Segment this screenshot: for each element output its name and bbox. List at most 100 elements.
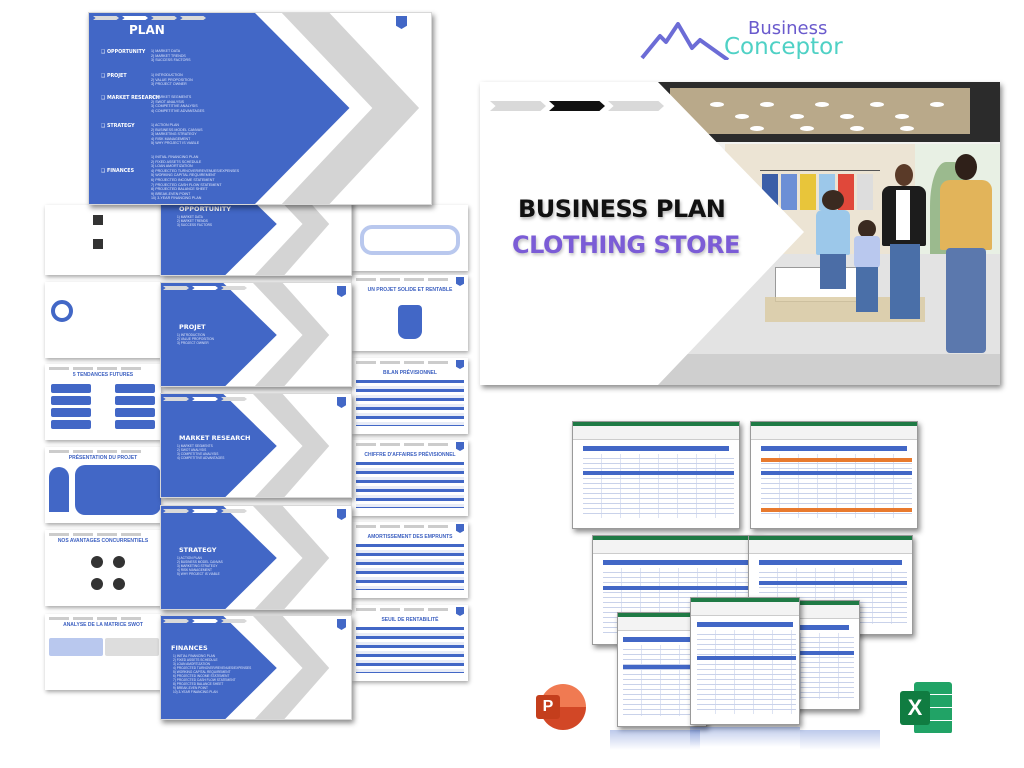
- sheet-grid: [697, 630, 796, 714]
- plan-item: 10) 3-YEAR FINANCING PLAN: [151, 196, 202, 201]
- section-item: 10) 3-YEAR FINANCING PLAN: [173, 690, 218, 694]
- shield-logo-icon: [456, 360, 464, 369]
- section-item: 3) PROJECT OWNER: [177, 341, 209, 345]
- side-slide: 5 TENDANCES FUTURES: [45, 364, 161, 440]
- side-slide: BILAN PRÉVISIONNEL: [352, 358, 468, 434]
- ceiling-light: [900, 126, 914, 131]
- swot-box: [49, 638, 103, 656]
- sheet-band: [603, 585, 756, 590]
- sheet-header: [582, 446, 730, 451]
- section-item: 2) VALUE PROPOSITION: [177, 337, 214, 341]
- table: [356, 627, 464, 673]
- slide-tabs: [49, 617, 141, 620]
- plan-item: 1) MARKET SEGMENTS: [151, 95, 192, 99]
- shield-logo-icon: [456, 277, 464, 286]
- trend-box: [51, 408, 91, 417]
- ceiling-light: [930, 102, 944, 107]
- spreadsheet-window: [690, 597, 800, 725]
- table: [356, 462, 464, 508]
- trend-box: [51, 420, 91, 429]
- advantage-icon: [113, 578, 125, 590]
- ceiling-light: [870, 102, 884, 107]
- clothing-store-photo: [650, 82, 1000, 385]
- section-item: 5) WHY PROJECT IS VIABLE: [177, 572, 220, 576]
- section-item: 6) PROJECTED INCOME STATEMENT: [173, 674, 230, 678]
- section-item: 7) PROJECTED CASH FLOW STATEMENT: [173, 678, 236, 682]
- section-item: 4) RISK MANAGEMENT: [177, 568, 212, 572]
- description-box: [75, 465, 161, 515]
- swot-box: [105, 638, 159, 656]
- side-slide-title: PRÉSENTATION DU PROJET: [68, 455, 138, 461]
- clothing-item: [781, 174, 797, 210]
- sheet-band: [697, 655, 796, 660]
- section-item: 2) SWOT ANALYSIS: [177, 448, 207, 452]
- shield-logo-icon: [337, 397, 346, 408]
- chevron-shape: [89, 13, 420, 204]
- plan-item: 2) BUSINESS MODEL CANVAS: [151, 127, 203, 132]
- section-item: 3) SUCCESS FACTORS: [177, 223, 213, 227]
- sheet-band: [758, 581, 908, 585]
- plan-item: 2) MARKET TRENDS: [151, 53, 186, 58]
- trend-box: [115, 396, 155, 405]
- excel-ribbon: [749, 536, 912, 540]
- excel-toolbar: [593, 540, 761, 554]
- plan-item: 2) VALUE PROPOSITION: [151, 77, 193, 82]
- section-item: 1) MARKET SEGMENTS: [177, 444, 213, 448]
- excel-ribbon: [573, 422, 739, 426]
- sheet-header: [758, 560, 903, 565]
- excel-ribbon: [593, 536, 761, 540]
- slide-tabs: [49, 533, 141, 536]
- spreadsheet-window: [750, 421, 918, 529]
- plan-title: PLAN: [129, 23, 165, 37]
- trend-box: [51, 396, 91, 405]
- shield-logo-icon: [337, 509, 346, 520]
- section-item: 2) FIXED ASSETS SCHEDULE: [173, 658, 218, 662]
- side-slide: UN PROJET SOLIDE ET RENTABLE: [352, 275, 468, 351]
- brand-name-business: Business: [748, 18, 828, 39]
- section-item: 9) BREAK-EVEN POINT: [173, 686, 208, 690]
- slide-tabs: [356, 608, 448, 611]
- ceiling-light: [815, 102, 829, 107]
- advantage-icon: [91, 556, 103, 568]
- section-item: 4) COMPETITIVE ADVANTAGES: [177, 456, 225, 460]
- plan-item: 1) ACTION PLAN: [151, 123, 179, 127]
- plan-section-label: ❑ PROJET: [101, 74, 127, 79]
- section-item: 2) MARKET TRENDS: [177, 219, 208, 223]
- slide-tabs: [356, 361, 448, 364]
- roadmap-slide: [352, 205, 468, 271]
- section-item: 1) MARKET DATA: [177, 215, 203, 219]
- plan-item: 4) COMPETITIVE ADVANTAGES: [151, 108, 205, 113]
- advantage-icon: [91, 578, 103, 590]
- side-slide-title: ANALYSE DE LA MATRICE SWOT: [63, 622, 143, 628]
- ceiling-light: [800, 126, 814, 131]
- section-item: 5) WORKING CAPITAL REQUIREMENT: [173, 670, 231, 674]
- ceiling-light: [840, 114, 854, 119]
- ceiling-light: [710, 102, 724, 107]
- excel-letter: X: [900, 691, 930, 725]
- slide-tabs: [356, 525, 448, 528]
- section-title: PROJET: [179, 323, 206, 331]
- plan-section-label: ❑ STRATEGY: [101, 124, 135, 129]
- slide-tabs: [163, 286, 247, 290]
- excel-ribbon: [691, 598, 799, 602]
- slide-tabs: [356, 278, 448, 281]
- sheet-band: [623, 664, 704, 669]
- plan-item: 4) PROJECTED TURNOVER/REVENUES/EXPENSES: [151, 168, 240, 173]
- plan-item: 3) MARKETING STRATEGY: [151, 132, 197, 137]
- sheet-header: [697, 622, 793, 627]
- section-title: FINANCES: [171, 644, 208, 652]
- sheet-band: [582, 470, 735, 475]
- cover-chevron-shape: [480, 82, 804, 385]
- cover-slide: BUSINESS PLAN CLOTHING STORE: [480, 82, 1000, 385]
- sheet-header: [760, 446, 908, 451]
- side-slide: SEUIL DE RENTABILITÉ: [352, 605, 468, 681]
- sheet-band-orange: [760, 508, 913, 512]
